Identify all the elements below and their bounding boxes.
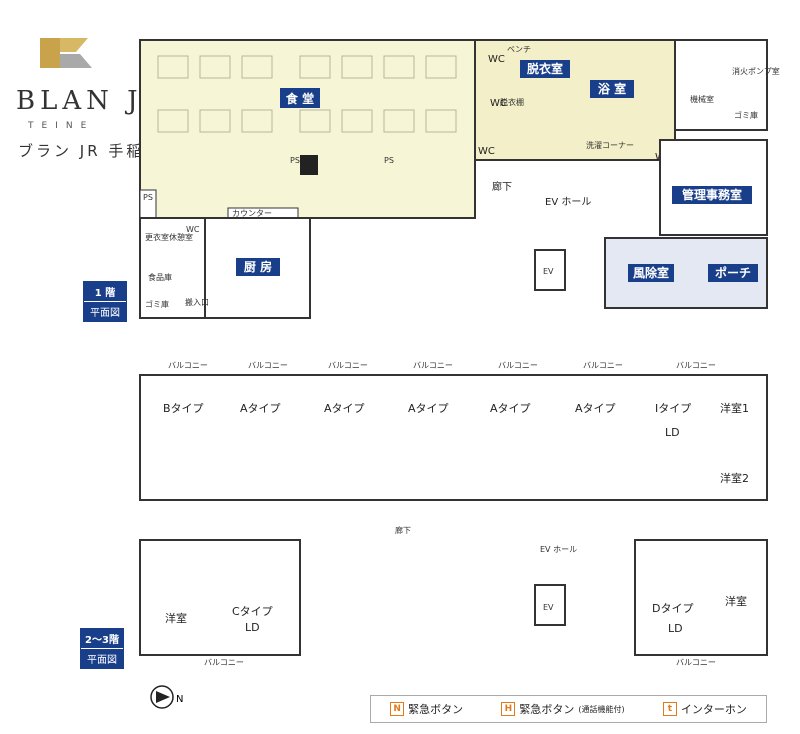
windbreak-label: 風除室	[633, 265, 669, 280]
western-room-2: 洋室2	[720, 471, 749, 485]
staff-rest-label: 更衣室休憩室	[145, 232, 193, 242]
unit-a-type: Aタイプ	[324, 402, 365, 415]
floor2-plan: バルコニー バルコニー バルコニー バルコニー バルコニー バルコニー バルコニ…	[139, 361, 768, 667]
floor1-plan: 食 堂 PS PS PS カウンター 厨 房 更衣室休憩室 食品庫 ゴミ庫 搬入…	[139, 39, 780, 319]
dining-room	[139, 39, 476, 219]
unit-d-type: Dタイプ	[652, 602, 693, 615]
legend-t-label: インターホン	[680, 703, 747, 716]
fire-pump-room-label: 消火ポンプ室	[732, 66, 780, 76]
unit-b-type: Bタイプ	[163, 402, 204, 415]
floor1-badge-bottom: 平面図	[84, 301, 126, 321]
garbage-room-label: ゴミ庫	[145, 299, 169, 309]
hallway-label: 廊下	[492, 180, 512, 193]
floor2-badge-top: 2〜3階	[81, 629, 123, 648]
western-room: 洋室	[725, 594, 747, 608]
unit-c-type: Cタイプ	[232, 605, 273, 618]
balcony-label: バルコニー	[676, 658, 716, 667]
porch-label: ポーチ	[715, 265, 751, 280]
ev-hall-label: EV ホール	[545, 196, 591, 208]
delivery-label: 搬入口	[185, 297, 209, 307]
unit-a-type: Aタイプ	[490, 402, 531, 415]
unit-i-type: Iタイプ	[655, 402, 691, 415]
dining-label: 食 堂	[285, 91, 314, 106]
floor1-badge: 1 階 平面図	[83, 281, 127, 322]
wc-label: WC	[490, 98, 507, 109]
balcony-label: バルコニー	[168, 361, 208, 370]
t-intercom-icon: t	[662, 702, 677, 716]
dressing-shelf-label: 脱衣棚	[500, 97, 524, 107]
balcony-label: バルコニー	[676, 361, 716, 370]
floor2-badge-bottom: 平面図	[81, 648, 123, 668]
balcony-label: バルコニー	[583, 361, 623, 370]
unit-ld: LD	[665, 426, 680, 439]
kitchen-label: 厨 房	[244, 259, 272, 274]
unit-a-type: Aタイプ	[575, 402, 616, 415]
unit-a-type: Aタイプ	[240, 402, 281, 415]
wc-label: WC	[488, 54, 505, 65]
ps-label: PS	[290, 156, 300, 165]
bench-label: ベンチ	[507, 45, 531, 54]
legend-h-note: (通話機能付)	[578, 704, 625, 714]
hallway-label: 廊下	[395, 525, 411, 535]
machine-room-label: 機械室	[690, 94, 714, 104]
floor2-badge: 2〜3階 平面図	[80, 628, 124, 669]
western-room: 洋室	[165, 611, 187, 625]
n-button-icon: N	[390, 702, 405, 716]
garbage-room-label: ゴミ庫	[734, 110, 758, 120]
counter-label: カウンター	[232, 209, 272, 218]
wc-label: WC	[186, 225, 200, 234]
food-storage-label: 食品庫	[148, 272, 172, 282]
laundry-label: 洗濯コーナー	[586, 140, 634, 150]
brand-japanese-name: ブラン JR 手稲	[18, 142, 145, 160]
balcony-label: バルコニー	[204, 658, 244, 667]
legend-n-label: 緊急ボタン	[408, 703, 464, 716]
brand-name: BLAN JR	[16, 86, 168, 116]
legend-h-label: 緊急ボタン	[519, 703, 575, 716]
ev-label: EV	[543, 603, 554, 612]
brand-subtitle: TEINE	[28, 121, 95, 131]
balcony-label: バルコニー	[498, 361, 538, 370]
legend-n: N 緊急ボタン	[390, 701, 463, 717]
ev-hall-label: EV ホール	[540, 545, 577, 554]
unit-ld: LD	[668, 622, 683, 635]
legend: N 緊急ボタン H 緊急ボタン (通話機能付) t インターホン	[370, 695, 767, 723]
unit-a-type: Aタイプ	[408, 402, 449, 415]
changing-room-label: 脱衣室	[527, 61, 563, 76]
balcony-label: バルコニー	[328, 361, 368, 370]
legend-t: t インターホン	[662, 701, 747, 717]
ev-label: EV	[543, 267, 554, 276]
brand-logo	[40, 38, 92, 68]
ps-label: PS	[384, 156, 394, 165]
wc-label: WC	[478, 146, 495, 157]
balcony-label: バルコニー	[413, 361, 453, 370]
compass-label: N	[176, 694, 183, 705]
bath-label: 浴 室	[598, 81, 626, 96]
balcony-label: バルコニー	[248, 361, 288, 370]
ps-label: PS	[143, 193, 153, 202]
compass-icon: N	[150, 685, 183, 709]
office-label: 管理事務室	[682, 187, 742, 202]
h-button-icon: H	[501, 702, 516, 716]
unit-ld: LD	[245, 621, 260, 634]
western-room-1: 洋室1	[720, 401, 749, 415]
floor1-badge-top: 1 階	[84, 282, 126, 301]
legend-h: H 緊急ボタン (通話機能付)	[501, 701, 625, 717]
